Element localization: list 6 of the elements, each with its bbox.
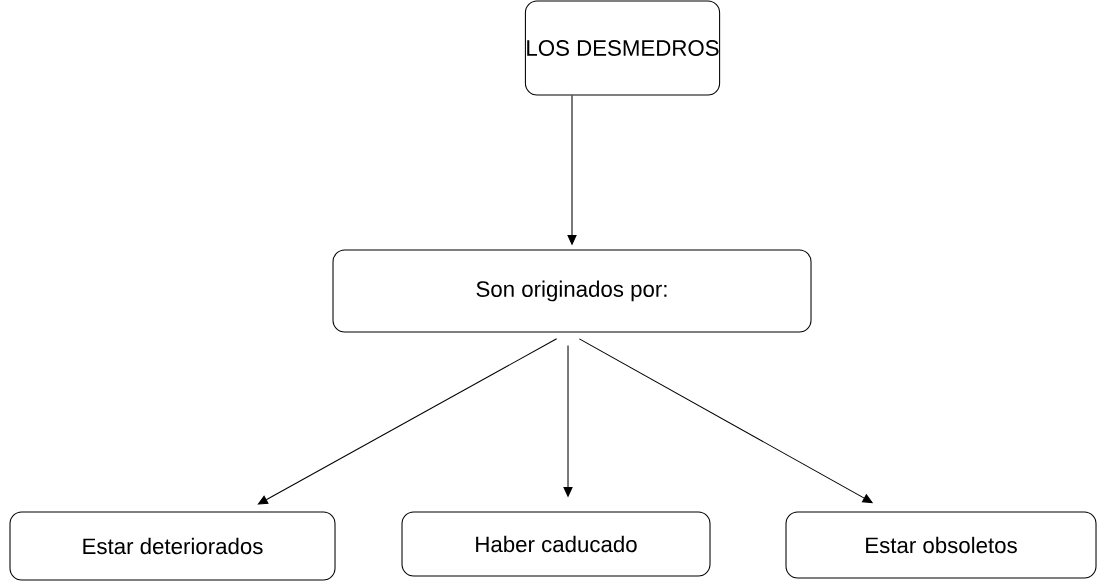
rounded-box: Haber caducado [401, 511, 711, 577]
rounded-box: Son originados por: [332, 249, 812, 333]
rounded-box: Estar deteriorados [9, 511, 336, 581]
rounded-box: LOS DESMEDROS [524, 0, 721, 96]
arrow [257, 338, 558, 505]
rounded-box: Estar obsoletos [785, 511, 1097, 579]
